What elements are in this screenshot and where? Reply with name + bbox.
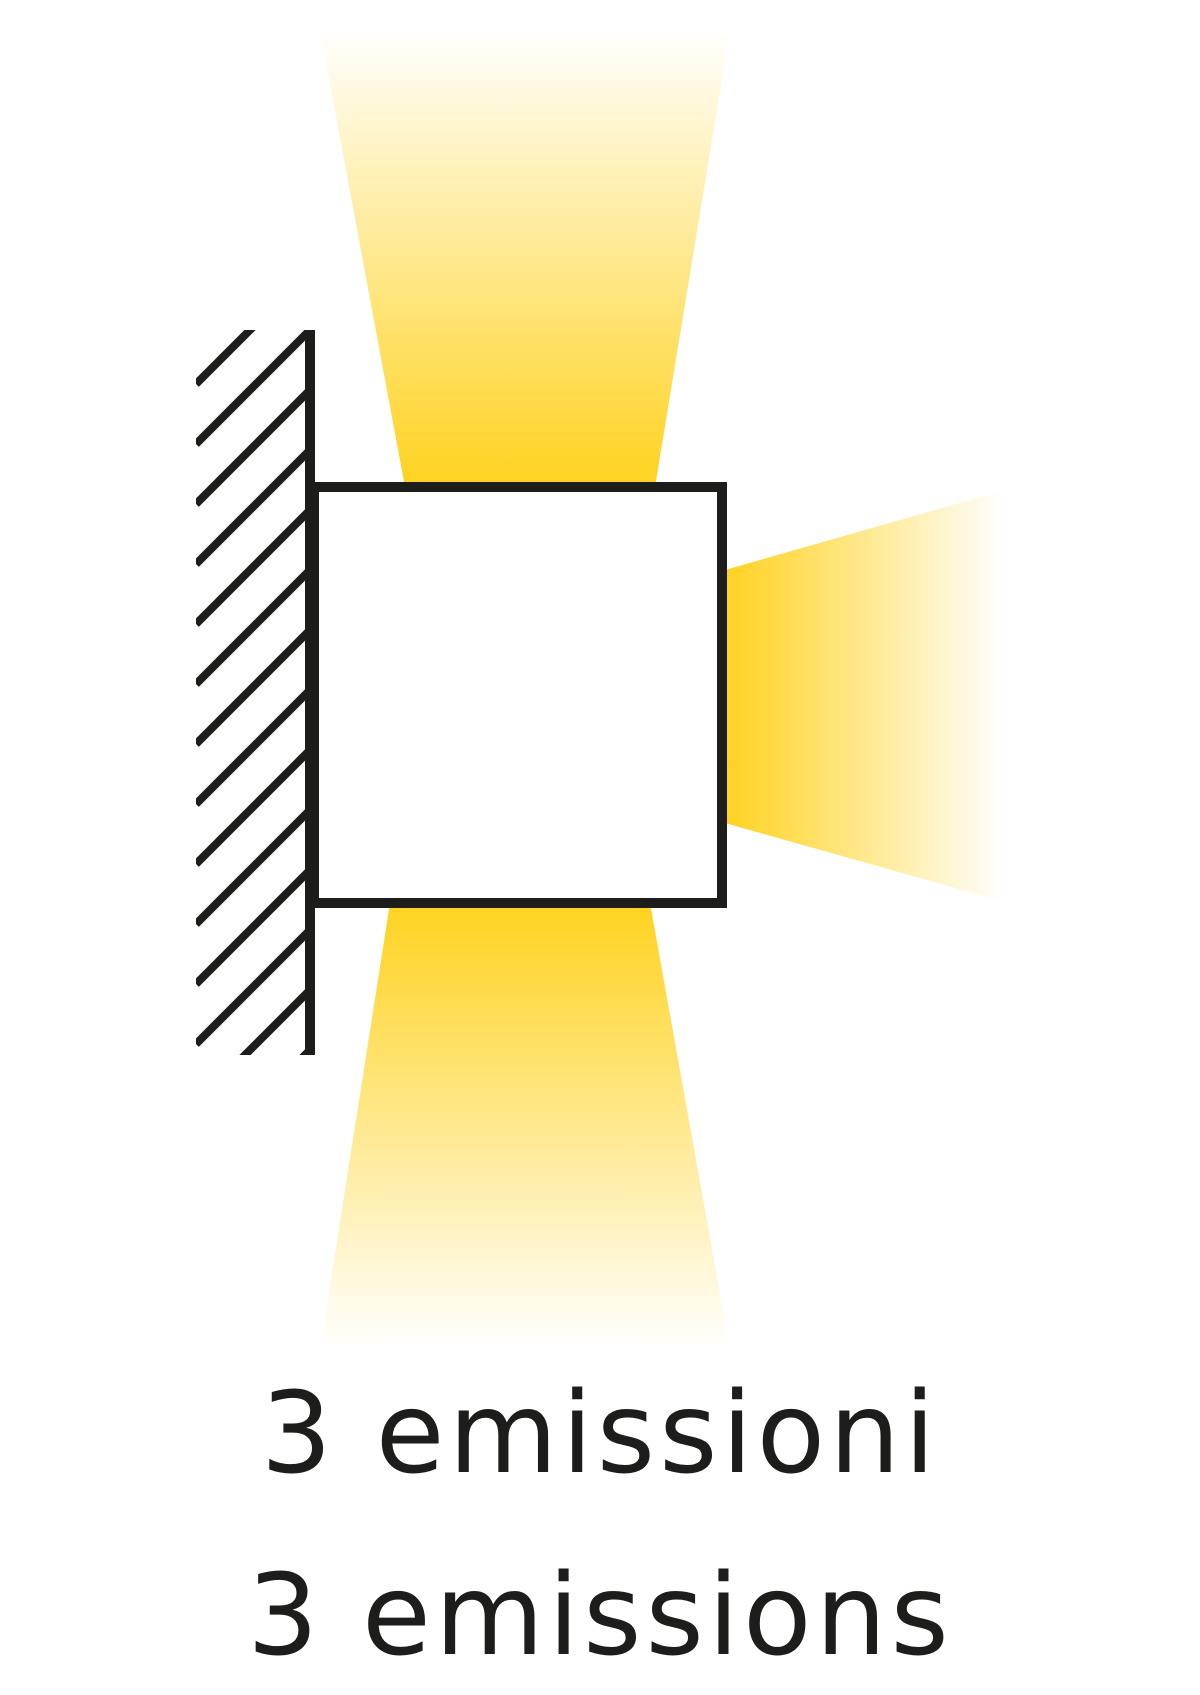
wall-hatching bbox=[196, 330, 308, 1055]
light-emission-diagram bbox=[196, 30, 1005, 1350]
upward-light-beam bbox=[320, 30, 730, 487]
caption-italian: 3 emissioni bbox=[260, 1369, 940, 1499]
wall-lamp-fixture bbox=[309, 482, 727, 908]
side-light-beam bbox=[725, 490, 1005, 902]
caption-english: 3 emissions bbox=[247, 1551, 953, 1681]
downward-light-beam bbox=[320, 903, 730, 1350]
